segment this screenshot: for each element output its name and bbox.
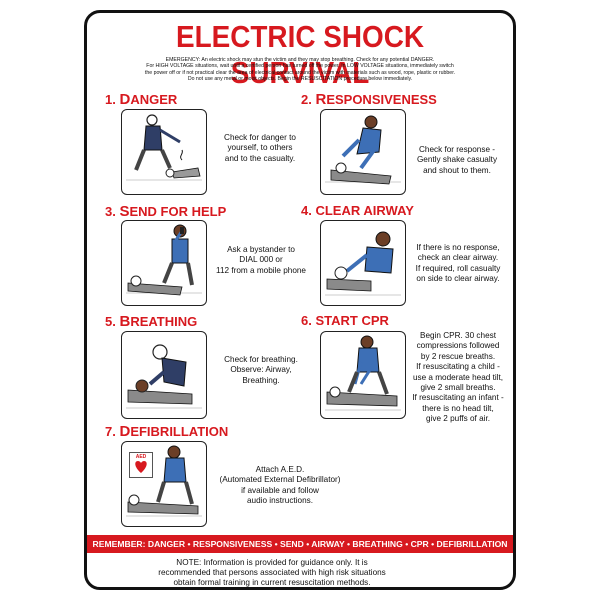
desc-line: on side to clear airway.	[416, 274, 500, 284]
step-1-description: Check for danger to yourself, to others …	[205, 133, 315, 164]
responsiveness-illustration	[320, 109, 406, 195]
intro-text: EMERGENCY: An electric shock may stun th…	[99, 57, 501, 83]
aed-label: AED	[135, 454, 147, 460]
remember-banner: REMEMBER: DANGER • RESPONSIVENESS • SEND…	[87, 535, 513, 553]
step-number: 3.	[105, 204, 116, 219]
desc-line: (Automated External Defibrillator)	[219, 475, 341, 485]
step-title: CLEAR AIRWAY	[315, 203, 414, 218]
step-title: END FOR HELP	[129, 204, 227, 219]
desc-line: yourself, to others	[227, 143, 293, 153]
desc-line: there is no head tilt,	[422, 403, 494, 413]
desc-line: Begin CPR. 30 chest	[419, 331, 496, 340]
step-2-heading: 2. RESPONSIVENESS	[301, 91, 437, 108]
step-7-heading: 7. DEFIBRILLATION	[105, 423, 228, 440]
desc-line: and to the casualty.	[224, 153, 296, 163]
desc-line: Attach A.E.D.	[255, 465, 305, 474]
step-number: 2.	[301, 92, 312, 107]
intro-line: Do not use any metal or moist objects. B…	[187, 76, 413, 83]
step-5-heading: 5. BREATHING	[105, 313, 197, 330]
desc-line: Breathing.	[242, 375, 280, 385]
step-number: 1.	[105, 92, 116, 107]
desc-line: If resuscitating an infant -	[412, 393, 504, 403]
desc-line: by 2 rescue breaths.	[420, 351, 496, 361]
desc-line: check an clear airway.	[417, 253, 499, 263]
safety-sign: ELECTRIC SHOCK SURVIVAL EMERGENCY: An el…	[84, 10, 516, 590]
step-initial: B	[119, 313, 131, 330]
step-title: ESPONSIVENESS	[326, 92, 437, 107]
desc-line: If resuscitating a child -	[416, 362, 500, 372]
note-line: NOTE: Information is provided for guidan…	[176, 558, 368, 567]
step-6-description: Begin CPR. 30 chest compressions followe…	[405, 331, 511, 425]
step-5-description: Check for breathing. Observe: Airway, Br…	[207, 355, 315, 386]
desc-line: DIAL 000 or	[239, 255, 283, 265]
note-line: obtain formal training in current resusc…	[173, 578, 371, 587]
desc-line: Gently shake casualty	[416, 155, 498, 165]
desc-line: audio instructions.	[247, 496, 313, 506]
desc-line: If required, roll casualty	[415, 263, 501, 273]
clear-airway-illustration	[320, 220, 406, 306]
step-title: EFIBRILLATION	[130, 424, 229, 439]
step-2-description: Check for response - Gently shake casual…	[405, 145, 509, 176]
aed-unit-icon: AED	[129, 452, 153, 478]
step-6-heading: 6. START CPR	[301, 313, 389, 328]
step-number: 6.	[301, 313, 312, 328]
step-title: ANGER	[130, 92, 178, 107]
send-for-help-illustration	[121, 220, 207, 306]
intro-line: For HIGH VOLTAGE situations, wait until …	[146, 63, 454, 70]
step-initial: R	[315, 91, 327, 108]
desc-line: If there is no response,	[416, 243, 500, 252]
step-initial: D	[119, 423, 131, 440]
step-number: 5.	[105, 314, 116, 329]
cpr-illustration	[320, 331, 406, 419]
desc-line: Observe: Airway,	[230, 365, 292, 375]
step-4-heading: 4. CLEAR AIRWAY	[301, 203, 414, 218]
intro-line: the power off or if not practical clear …	[144, 69, 456, 76]
desc-line: compressions followed	[416, 341, 500, 351]
desc-line: Ask a bystander to	[227, 245, 295, 254]
step-3-heading: 3. SEND FOR HELP	[105, 203, 226, 220]
step-initial: D	[119, 91, 131, 108]
breathing-illustration	[121, 331, 207, 419]
step-1-heading: 1. DANGER	[105, 91, 177, 108]
desc-line: 112 from a mobile phone	[216, 265, 306, 275]
note-line: recommended that persons associated with…	[158, 568, 386, 577]
sign-title: ELECTRIC SHOCK SURVIVAL	[175, 19, 425, 90]
desc-line: use a moderate head tilt,	[412, 372, 504, 382]
desc-line: give 2 puffs of air.	[425, 414, 491, 424]
step-3-description: Ask a bystander to DIAL 000 or 112 from …	[207, 245, 315, 276]
desc-line: give 2 small breaths.	[420, 383, 496, 393]
guidance-note: NOTE: Information is provided for guidan…	[107, 558, 437, 587]
step-initial: S	[119, 203, 130, 220]
desc-line: Check for response -	[419, 145, 495, 154]
desc-line: Check for breathing.	[224, 355, 298, 364]
desc-line: and shout to them.	[423, 165, 491, 175]
step-title: START CPR	[315, 313, 389, 328]
step-4-description: If there is no response, check an clear …	[405, 243, 511, 285]
step-number: 4.	[301, 203, 312, 218]
desc-line: Check for danger to	[224, 133, 296, 142]
defibrillation-illustration: AED	[121, 441, 207, 527]
step-7-description: Attach A.E.D. (Automated External Defibr…	[205, 465, 355, 507]
intro-line: EMERGENCY: An electric shock may stun th…	[165, 57, 435, 63]
step-number: 7.	[105, 424, 116, 439]
danger-illustration	[121, 109, 207, 195]
step-title: REATHING	[130, 314, 198, 329]
desc-line: if available and follow	[241, 485, 319, 495]
